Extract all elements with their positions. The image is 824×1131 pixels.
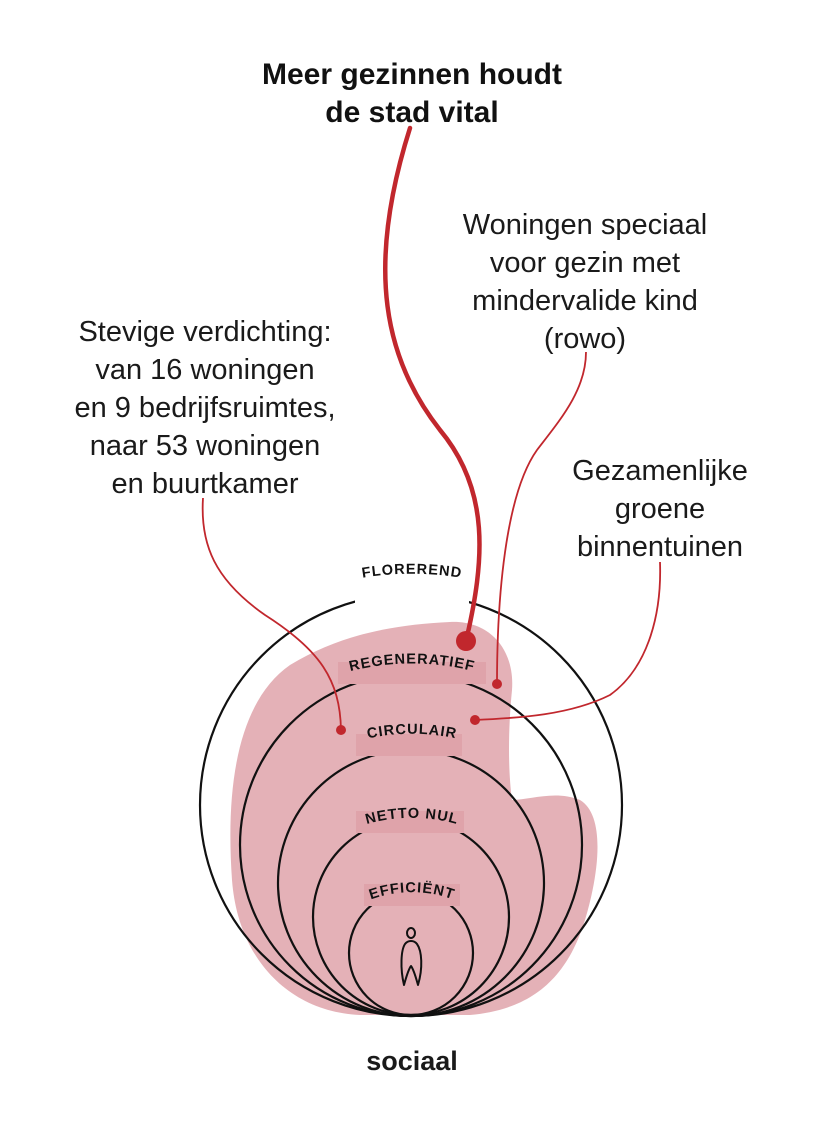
annotation-rowo: Woningen speciaal voor gezin met minderv… [430,206,740,358]
annotation-line: en buurtkamer [111,468,299,500]
annotation-verdichting: Stevige verdichting: van 16 woningen en … [40,313,370,503]
rowo-connector-line [496,351,587,685]
annotation-line: Stevige verdichting: [78,316,332,348]
tuinen-connector-dot [470,715,480,725]
title-connector-line [382,125,482,644]
annotation-line: en 9 bedrijfsruimtes, [74,392,336,424]
ring-label-florerend: FLOREREND [361,562,462,582]
ring-label-regeneratief: REGENERATIEF [348,652,476,676]
title-line: Meer gezinnen houdt [262,58,562,91]
annotation-line: van 16 woningen [95,354,315,386]
annotation-line: binnentuinen [576,531,744,563]
svg-text:CIRCULAIR: CIRCULAIR [366,722,459,743]
person-icon [400,927,423,986]
tuinen-connector-line [474,561,662,721]
annotation-line: groene [614,493,706,525]
annotation-line: mindervalide kind [472,285,698,317]
verdichting-connector-line [201,497,342,731]
svg-text:FLOREREND: FLOREREND [361,562,463,582]
annotation-tuinen: Gezamenlijke groene binnentuinen [540,452,780,566]
annotation-line: Gezamenlijke [572,455,748,487]
annotation-line: voor gezin met [489,247,681,279]
title-connector-dot [456,631,476,651]
diagram-title: Meer gezinnen houdt de stad vital [212,56,612,132]
svg-text:NETTO NUL: NETTO NUL [364,806,461,828]
title-line: de stad vital [325,96,499,129]
annotation-line: Woningen speciaal [462,209,708,241]
ring-label-circulair: CIRCULAIR [366,722,458,743]
annotation-line: naar 53 woningen [89,430,321,462]
rowo-connector-dot [492,679,502,689]
bottom-label-sociaal: sociaal [366,1046,458,1076]
svg-text:REGENERATIEF: REGENERATIEF [348,652,477,676]
verdichting-connector-dot [336,725,346,735]
annotation-line: (rowo) [543,323,627,355]
ring-label-netto-nul: NETTO NUL [364,806,460,828]
